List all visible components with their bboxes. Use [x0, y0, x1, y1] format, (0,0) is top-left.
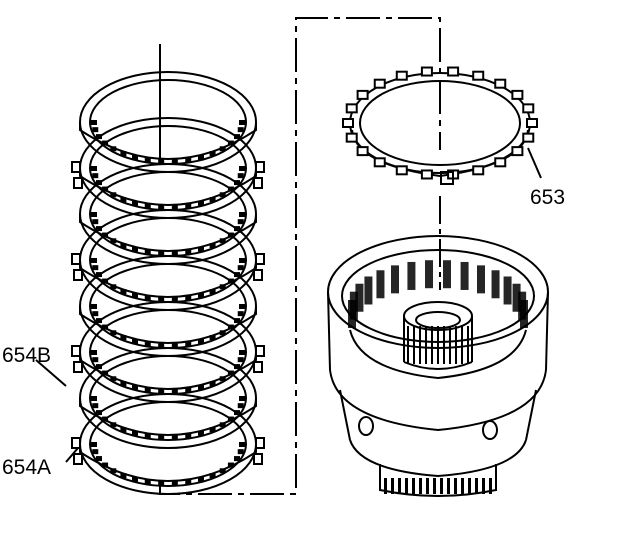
clutch-plate-stack	[71, 71, 265, 495]
label-654a: 654A	[2, 456, 51, 479]
clutch-plate	[71, 117, 265, 219]
clutch-plate	[79, 163, 257, 265]
drum-inner-splines	[348, 260, 528, 328]
label-653: 653	[530, 186, 565, 209]
leader-654b	[35, 359, 67, 387]
clutch-plate	[79, 71, 257, 173]
drum-bottom-teeth	[384, 478, 492, 494]
label-654b: 654B	[2, 344, 51, 367]
leader-654a	[65, 447, 79, 463]
clutch-plate	[79, 347, 257, 449]
clutch-plate	[71, 301, 265, 403]
clutch-plate	[71, 393, 265, 495]
hub-splines	[407, 326, 469, 364]
leader-653	[527, 147, 542, 179]
assembly-connector-line	[159, 17, 441, 495]
backing-plate-ring	[342, 66, 538, 185]
clutch-drum-housing	[327, 235, 549, 497]
clutch-plate	[71, 209, 265, 311]
clutch-plate	[79, 255, 257, 357]
